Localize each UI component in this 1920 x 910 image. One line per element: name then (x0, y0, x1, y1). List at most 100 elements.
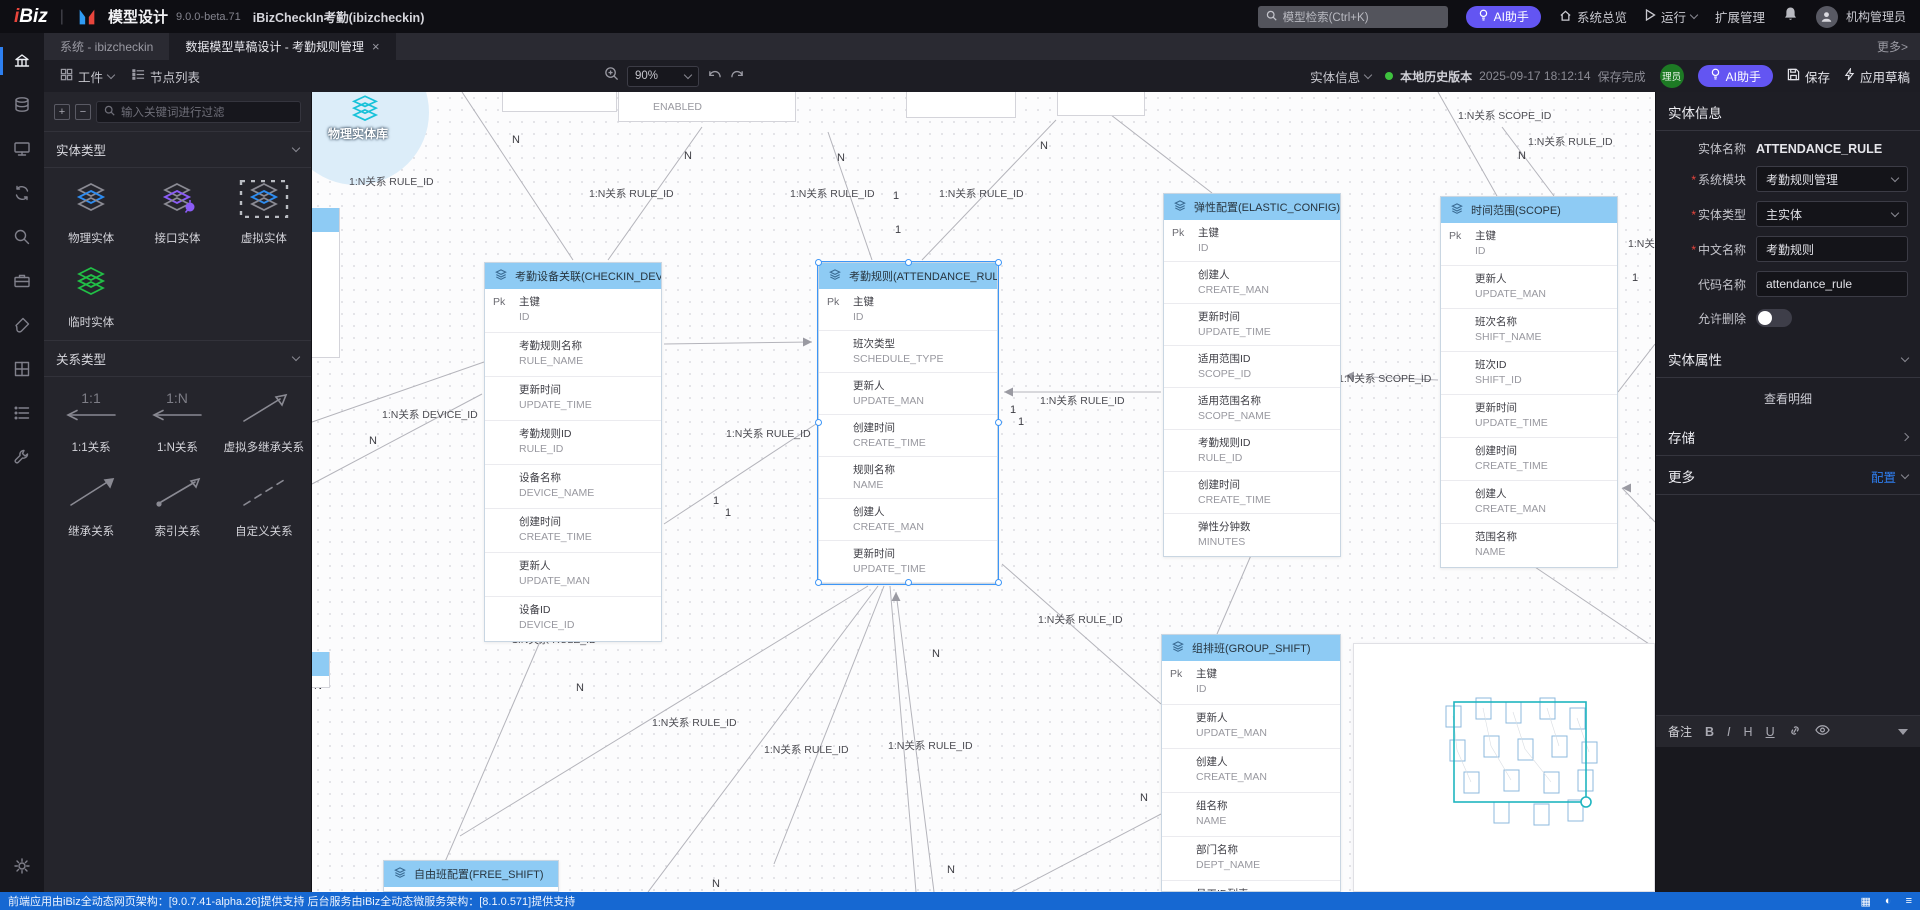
tab-0[interactable]: 系统 - ibizcheckin (44, 33, 169, 60)
wrench-icon[interactable] (0, 437, 44, 477)
preview-eye-icon[interactable] (1814, 724, 1830, 739)
gear-icon[interactable] (0, 846, 44, 886)
save-button[interactable]: 保存 (1787, 67, 1830, 86)
system-overview-button[interactable]: 系统总览 (1559, 7, 1627, 26)
notes-collapse-caret[interactable] (1898, 728, 1908, 735)
node-list-button[interactable]: 节点列表 (132, 67, 200, 86)
partial-entity[interactable] (906, 92, 1016, 118)
section-more[interactable]: 更多 配置 (1656, 456, 1920, 495)
link-icon[interactable] (1788, 724, 1802, 740)
zoom-icon[interactable] (604, 66, 619, 86)
search-icon[interactable] (0, 217, 44, 257)
notes-editor-area[interactable] (1656, 747, 1920, 892)
resize-handle[interactable] (815, 259, 822, 266)
model-search-input[interactable]: 模型检索(Ctrl+K) (1257, 5, 1448, 28)
palette-item-索引关系[interactable]: 索引关系 (134, 473, 220, 539)
partial-entity[interactable] (1057, 92, 1145, 116)
toolbox-filter-input[interactable]: 输入关键词进行过滤 (96, 101, 301, 123)
avatar[interactable] (1815, 5, 1838, 28)
entity-field[interactable]: 员工ID列表 (1162, 881, 1340, 891)
undo-icon[interactable] (707, 67, 722, 86)
collapse-all-button[interactable]: − (75, 104, 91, 120)
palette-item-虚拟实体[interactable]: 虚拟实体 (221, 179, 307, 246)
local-history-label[interactable]: 本地历史版本 (1400, 69, 1473, 84)
database-icon[interactable] (0, 85, 44, 125)
italic-button[interactable]: I (1727, 724, 1731, 739)
resize-handle[interactable] (995, 259, 1002, 266)
grid-icon[interactable] (0, 349, 44, 389)
more-config-link[interactable]: 配置 (1870, 470, 1896, 485)
module-select[interactable]: 考勤规则管理 (1756, 166, 1908, 192)
brush-icon[interactable] (0, 305, 44, 345)
theme-icon[interactable]: ◐ (1884, 895, 1892, 907)
tab-1[interactable]: 数据模型草稿设计 - 考勤规则管理× (169, 33, 396, 60)
palette-item-接口实体[interactable]: 接口实体 (134, 180, 220, 246)
section-entity-info[interactable]: 实体信息 (1656, 92, 1920, 131)
palette-section-0[interactable]: 实体类型 (44, 131, 311, 168)
close-icon[interactable]: × (372, 39, 380, 54)
overview-minimap[interactable] (1353, 643, 1655, 892)
section-storage[interactable]: 存储 (1656, 417, 1920, 456)
resize-handle[interactable] (815, 419, 822, 426)
palette-item-虚拟多继承关系[interactable]: 虚拟多继承关系 (221, 389, 307, 455)
resize-handle[interactable] (905, 259, 912, 266)
underline-button[interactable]: U (1765, 724, 1775, 739)
bank-icon[interactable] (0, 41, 44, 81)
partial-entity[interactable] (312, 652, 330, 688)
resize-handle[interactable] (815, 579, 822, 586)
sync-icon[interactable] (0, 173, 44, 213)
entity-free-shift[interactable]: 自由班配置(FREE_SHIFT) (383, 860, 559, 892)
extension-manage-button[interactable]: 扩展管理 (1714, 11, 1765, 25)
tabs-more-button[interactable]: 更多> (1876, 40, 1908, 54)
allow-delete-toggle[interactable] (1756, 309, 1792, 327)
apply-draft-button[interactable]: 应用草稿 (1844, 66, 1910, 86)
expand-all-button[interactable]: + (54, 104, 70, 120)
entity-info-dropdown[interactable]: 实体信息 (1310, 67, 1373, 86)
grid-icon[interactable]: ▦ (1860, 895, 1871, 908)
presence-badge[interactable]: 理员 (1659, 64, 1684, 88)
entity-type-select[interactable]: 主实体 (1756, 201, 1908, 227)
partial-entity[interactable] (502, 92, 617, 112)
resize-handle[interactable] (905, 579, 912, 586)
bold-button[interactable]: B (1705, 724, 1715, 739)
view-detail-link[interactable]: 查看明细 (1763, 392, 1812, 406)
artifact-menu[interactable]: 工件 (60, 67, 116, 86)
palette-item-物理实体[interactable]: 物理实体 (48, 180, 134, 246)
resize-handle[interactable] (995, 419, 1002, 426)
palette-section-1[interactable]: 关系类型 (44, 340, 311, 377)
palette-item-继承关系[interactable]: 继承关系 (48, 473, 134, 539)
menu-icon[interactable]: ≡ (1905, 895, 1912, 907)
